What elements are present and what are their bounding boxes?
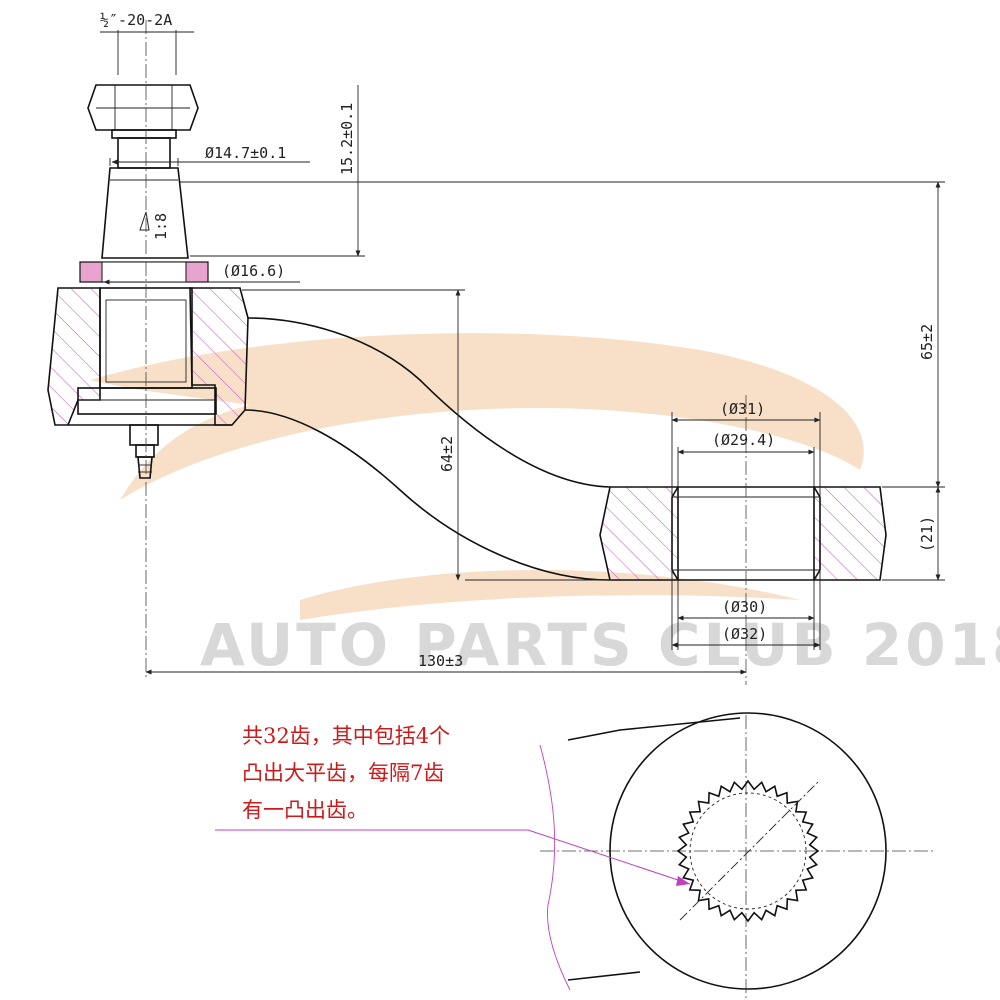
dimension-lines [100, 30, 945, 675]
note-line-3: 有一凸出齿。 [242, 798, 368, 822]
bore-inner-bottom-label: (Ø30) [722, 598, 767, 616]
thread-label: ½″-20-2A [100, 11, 172, 29]
logo-swoosh [90, 333, 864, 620]
spline-detail-view [539, 712, 887, 991]
note-line-1: 共32齿，其中包括4个 [242, 724, 450, 748]
bore-inner-top-label: (Ø29.4) [712, 431, 775, 449]
boss-thickness-label: (21) [918, 516, 936, 552]
spline-note: 共32齿，其中包括4个 凸出大平齿，每隔7齿 有一凸出齿。 [215, 724, 691, 886]
arm-drop-label: 64±2 [438, 436, 456, 472]
taper-top-dia-label: Ø14.7±0.1 [205, 144, 286, 162]
steering-arm [244, 317, 611, 581]
center-distance-label: 130±3 [418, 652, 463, 670]
taper-ratio-label: 1:8 [152, 213, 170, 240]
dimension-labels: ½″-20-2A Ø14.7±0.1 1:8 15.2±0.1 (Ø16.6) … [100, 11, 936, 670]
stud-assembly [79, 84, 209, 283]
bore-outer-bottom-label: (Ø32) [722, 625, 767, 643]
spline-teeth [676, 779, 820, 923]
socket-housing [47, 287, 249, 479]
total-height-label: 65±2 [918, 324, 936, 360]
taper-base-dia-label: (Ø16.6) [222, 262, 285, 280]
taper-length-label: 15.2±0.1 [338, 103, 356, 175]
bore-outer-top-label: (Ø31) [720, 400, 765, 418]
note-line-2: 凸出大平齿，每隔7齿 [242, 761, 444, 785]
center-lines [145, 20, 935, 1000]
arm-boss [599, 486, 887, 581]
watermark: AUTO PARTS CLUB 2018 [200, 611, 1000, 679]
